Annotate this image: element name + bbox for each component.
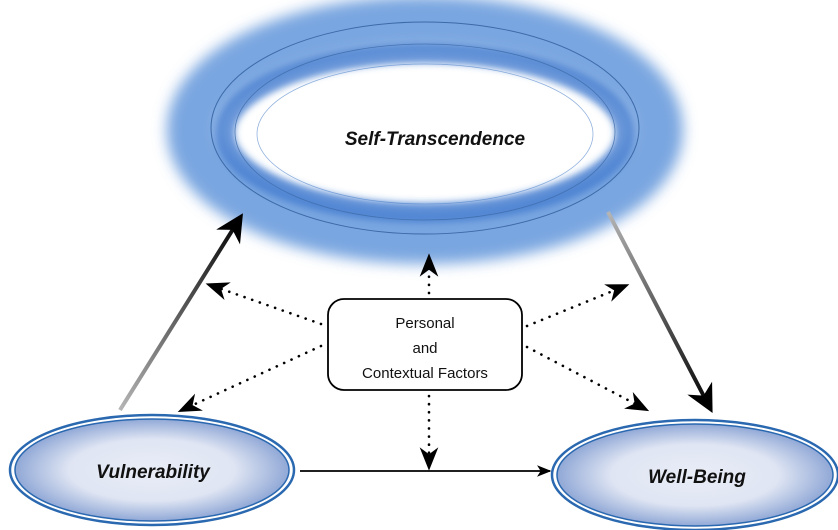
self-transcendence-label: Self-Transcendence (345, 129, 526, 150)
arrow-vulnerability-to-self-transcendence (118, 213, 243, 412)
factors-box: Personal and Contextual Factors (327, 298, 523, 391)
well-being-node: Well-Being (550, 418, 838, 530)
dotted-arrow-to-lower-right (525, 345, 650, 412)
self-transcendence-node: Self-Transcendence (167, 0, 683, 264)
factors-label-line-3: Contextual Factors (362, 365, 488, 382)
factors-box-border (327, 298, 523, 391)
self-transcendence-glow-inner (215, 43, 635, 223)
dotted-arrow-to-vulnerability (177, 344, 323, 412)
arrow-self-transcendence-to-well-being (606, 211, 713, 413)
well-being-ellipse-outer (550, 418, 838, 530)
dotted-arrows (177, 253, 650, 471)
dotted-arrow-to-upper-right-link (525, 284, 630, 328)
well-being-ellipse (556, 423, 834, 527)
factors-label-line-1: Personal (395, 315, 454, 332)
vulnerability-label: Vulnerability (96, 462, 211, 483)
vulnerability-ellipse (14, 418, 290, 522)
vulnerability-ellipse-outer (8, 413, 296, 527)
self-transcendence-ring-line-2 (234, 43, 616, 221)
dotted-arrow-to-upper-left-link (205, 282, 323, 326)
well-being-label: Well-Being (648, 467, 746, 488)
self-transcendence-ring-line-1 (210, 21, 640, 235)
vulnerability-node: Vulnerability (8, 413, 296, 527)
self-transcendence-ring-line-3 (256, 63, 594, 205)
factors-label-line-2: and (412, 340, 437, 357)
